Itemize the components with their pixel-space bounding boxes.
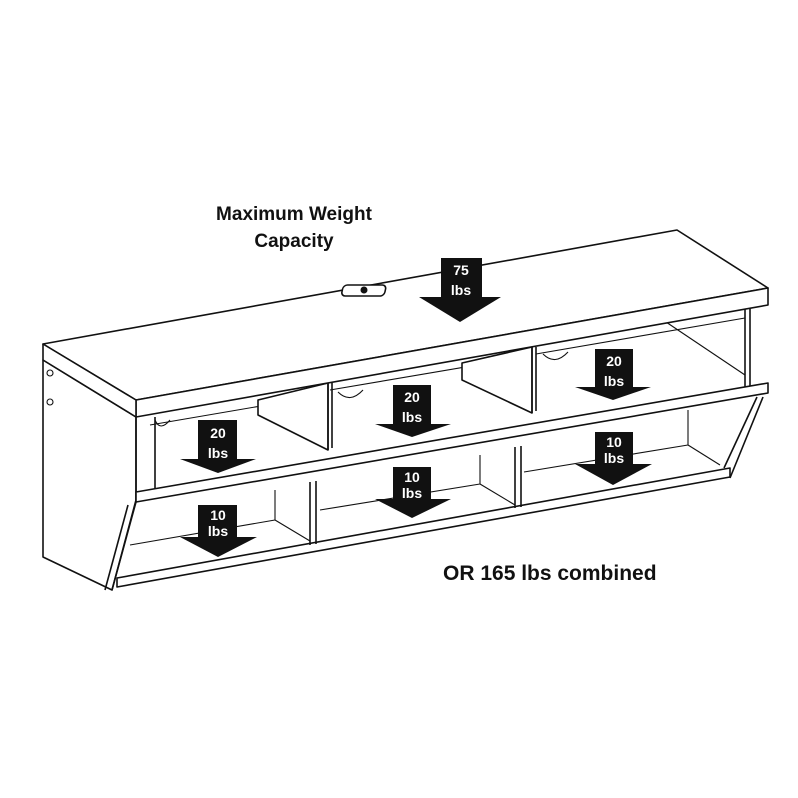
- arrow-upper-left: 20 lbs: [180, 420, 256, 473]
- arrow-unit: lbs: [402, 485, 422, 501]
- arrow-lower-right: 10 lbs: [575, 432, 652, 485]
- title-line-1: Maximum Weight: [216, 204, 373, 225]
- arrow-value: 20: [404, 389, 420, 405]
- arrow-unit: lbs: [208, 523, 228, 539]
- top-left-edge: [42, 343, 137, 418]
- arrow-value: 20: [210, 425, 226, 441]
- screw-hole-icon: [46, 398, 54, 406]
- arrow-unit: lbs: [604, 450, 624, 466]
- arrow-upper-right: 20 lbs: [575, 349, 651, 400]
- arrow-value: 20: [606, 353, 622, 369]
- arrow-value: 10: [404, 469, 420, 485]
- arrow-upper-middle: 20 lbs: [375, 385, 451, 437]
- shelf-interior: [135, 306, 751, 500]
- arrow-lower-left: 10 lbs: [180, 505, 257, 557]
- screw-hole-icon: [46, 369, 54, 377]
- title-line-2: Capacity: [254, 231, 334, 252]
- arrow-unit: lbs: [451, 282, 471, 298]
- arrow-value: 10: [210, 507, 226, 523]
- lower-section: [104, 396, 764, 591]
- arrow-value: 10: [606, 434, 622, 450]
- cable-grommet-icon: [341, 284, 387, 297]
- arrow-unit: lbs: [208, 445, 228, 461]
- arrow-unit: lbs: [604, 373, 624, 389]
- arrow-lower-middle: 10 lbs: [375, 467, 451, 518]
- arrow-top: 75 lbs: [419, 258, 501, 322]
- arrow-unit: lbs: [402, 409, 422, 425]
- middle-shelf: [135, 382, 769, 503]
- combined-capacity-note: OR 165 lbs combined: [443, 562, 657, 585]
- arrow-value: 75: [453, 262, 469, 278]
